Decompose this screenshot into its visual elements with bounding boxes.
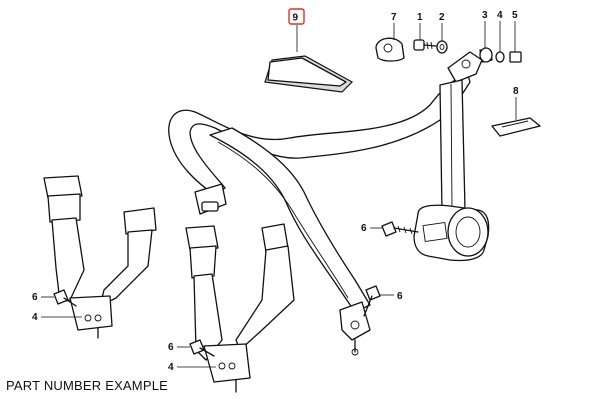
part-number-example-caption: PART NUMBER EXAMPLE [6,378,169,393]
cover-cap [264,55,353,93]
belt-end-fitting [339,301,371,356]
upper-anchor-plate [447,51,483,83]
callout-6-right: 6 [397,291,403,302]
belt-guide-loop [194,183,227,215]
callout-6-reel: 6 [361,223,367,234]
left-bolt [53,289,77,307]
left-buckle-assembly [43,175,157,339]
bolt-part-1 [413,39,437,51]
callout-1: 1 [417,12,423,23]
center-bolt [189,339,215,357]
callout-5: 5 [512,10,518,21]
callout-4-center: 4 [168,362,174,373]
callout-7: 7 [391,12,397,23]
retractor-reel [413,204,490,262]
callout-3: 3 [482,10,488,21]
spacer-part-3 [479,47,493,63]
reel-bolt [381,221,419,237]
washer-part-4-top [495,51,505,63]
vertical-belt-to-reel [439,79,466,213]
callouts: 9 7 1 2 3 4 5 8 6 6 6 4 6 4 [32,8,519,373]
trim-cover-part-7 [375,37,405,62]
callout-4-left: 4 [32,312,38,323]
right-lower-bolt [363,285,381,317]
washer-part-2 [436,40,448,54]
callout-6-left: 6 [32,292,38,303]
callout-8: 8 [513,86,519,97]
cover-plate-part-8 [491,117,541,137]
callout-4-top: 4 [497,10,503,21]
callout-6-center: 6 [168,342,174,353]
center-buckle-assembly [185,223,295,393]
nut-part-5 [509,51,522,63]
callout-9: 9 [293,13,299,24]
callout-2: 2 [439,12,445,23]
callout-9-highlight-box [288,8,305,25]
